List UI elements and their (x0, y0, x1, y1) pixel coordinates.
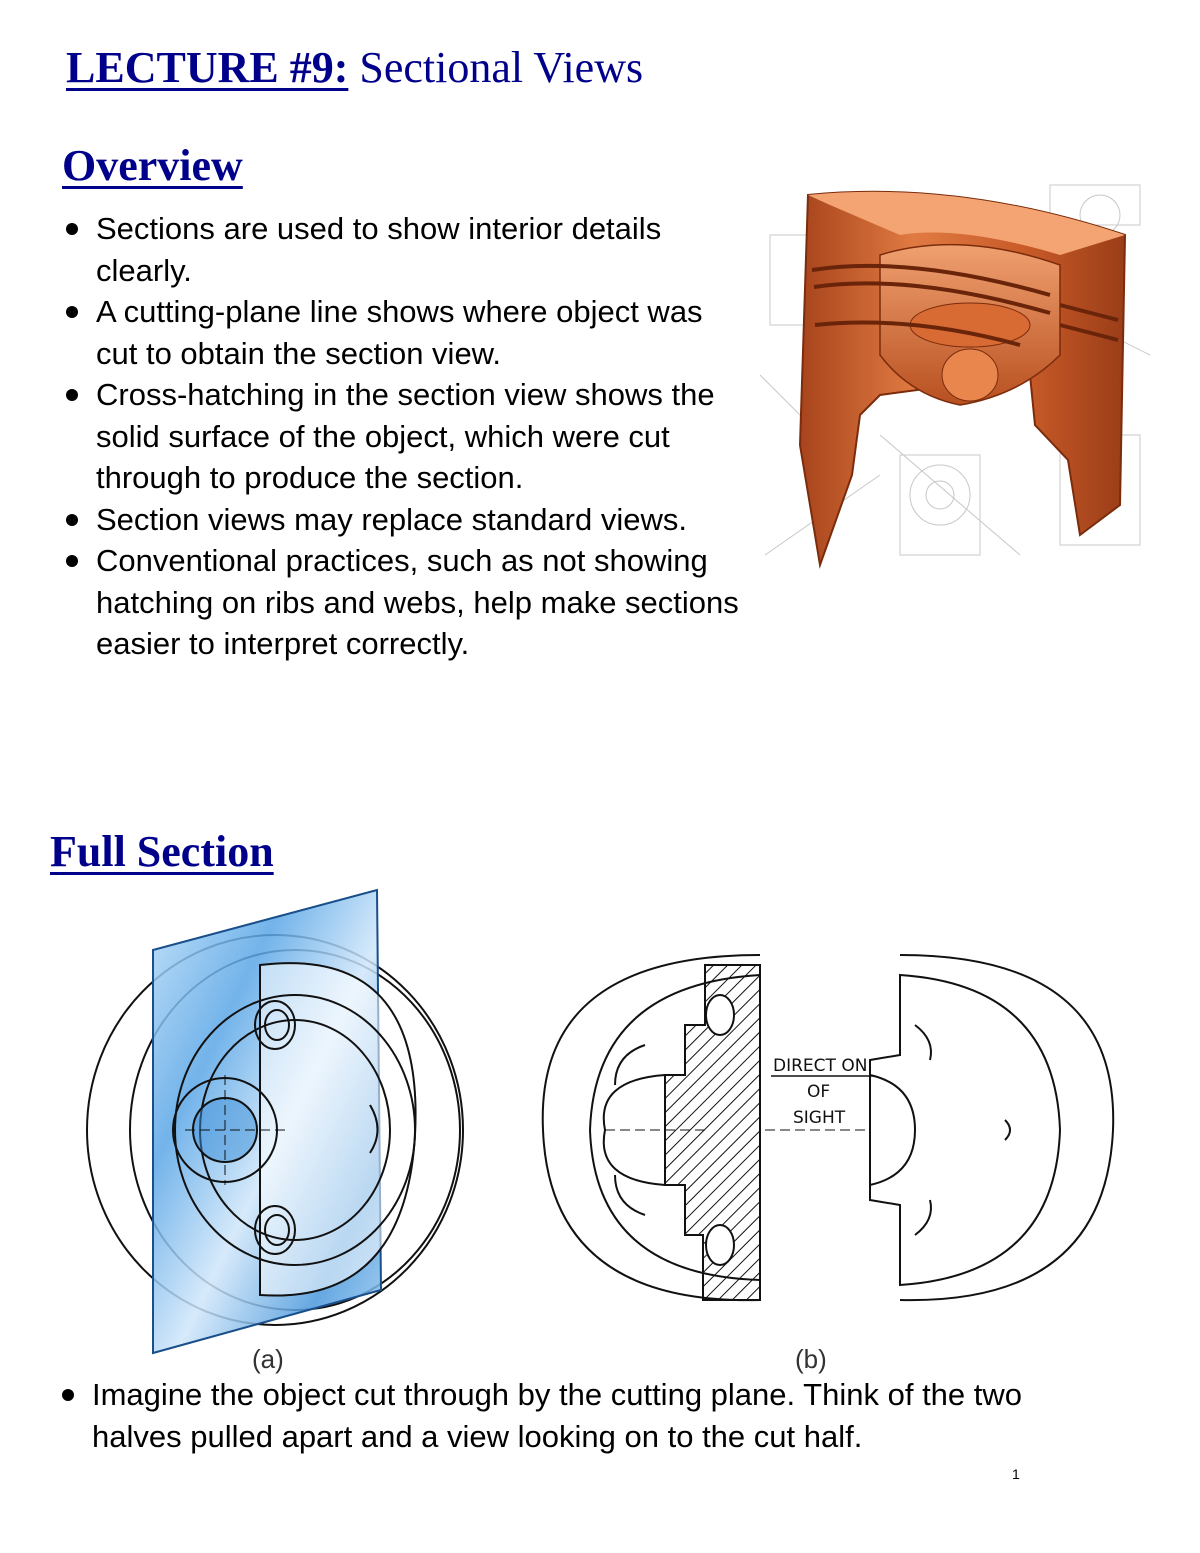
page-title: LECTURE #9: Sectional Views (66, 42, 643, 94)
direction-label-line3: SIGHT (793, 1108, 846, 1128)
list-item: Imagine the object cut through by the cu… (58, 1374, 1058, 1457)
figure-a-caption: (a) (252, 1344, 284, 1374)
full-section-heading: Full Section (50, 827, 274, 876)
overview-heading: Overview (62, 141, 243, 190)
piston-cutaway-image (760, 184, 1151, 569)
list-item: Sections are used to show interior detai… (62, 208, 742, 291)
direction-of-sight-label: DIRECT ON OF SIGHT (771, 1056, 875, 1128)
direction-label-line2: OF (807, 1082, 830, 1102)
list-item: Section views may replace standard views… (62, 499, 742, 541)
list-item: Conventional practices, such as not show… (62, 540, 742, 665)
figure-b-caption: (b) (795, 1344, 827, 1374)
direction-label-line1: DIRECT ON (773, 1056, 867, 1076)
full-section-list: Imagine the object cut through by the cu… (58, 1374, 1058, 1457)
lecture-number: LECTURE #9: (66, 43, 349, 92)
page-number: 1 (1012, 1466, 1020, 1482)
section-view-figure: DIRECT ON OF SIGHT (541, 954, 1115, 1302)
list-item: A cutting-plane line shows where object … (62, 291, 742, 374)
cutting-plane-figure (86, 888, 464, 1355)
lecture-topic: Sectional Views (348, 43, 644, 92)
overview-list: Sections are used to show interior detai… (62, 208, 742, 665)
list-item: Cross-hatching in the section view shows… (62, 374, 742, 499)
